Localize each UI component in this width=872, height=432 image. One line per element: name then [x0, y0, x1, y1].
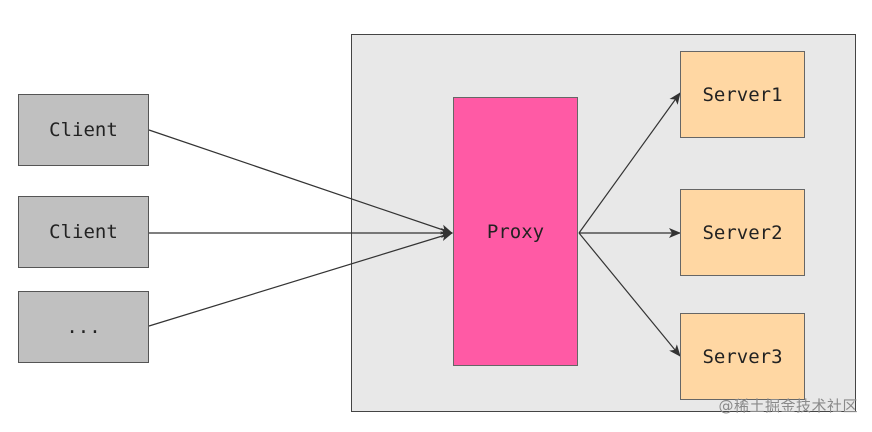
server-node-label: Server2 [702, 221, 783, 244]
client-node-3: ... [18, 291, 149, 363]
client-node-label: Client [49, 221, 118, 243]
server-node-label: Server1 [702, 83, 783, 106]
server-node-2: Server2 [680, 189, 805, 276]
proxy-node: Proxy [453, 97, 578, 366]
server-node-label: Server3 [702, 345, 783, 368]
client-node-1: Client [18, 94, 149, 166]
watermark: @稀土掘金技术社区 [718, 397, 858, 415]
server-node-3: Server3 [680, 313, 805, 400]
client-node-2: Client [18, 196, 149, 268]
client-node-label: ... [66, 316, 101, 338]
server-node-1: Server1 [680, 51, 805, 138]
proxy-node-label: Proxy [486, 220, 545, 243]
client-node-label: Client [49, 119, 118, 141]
